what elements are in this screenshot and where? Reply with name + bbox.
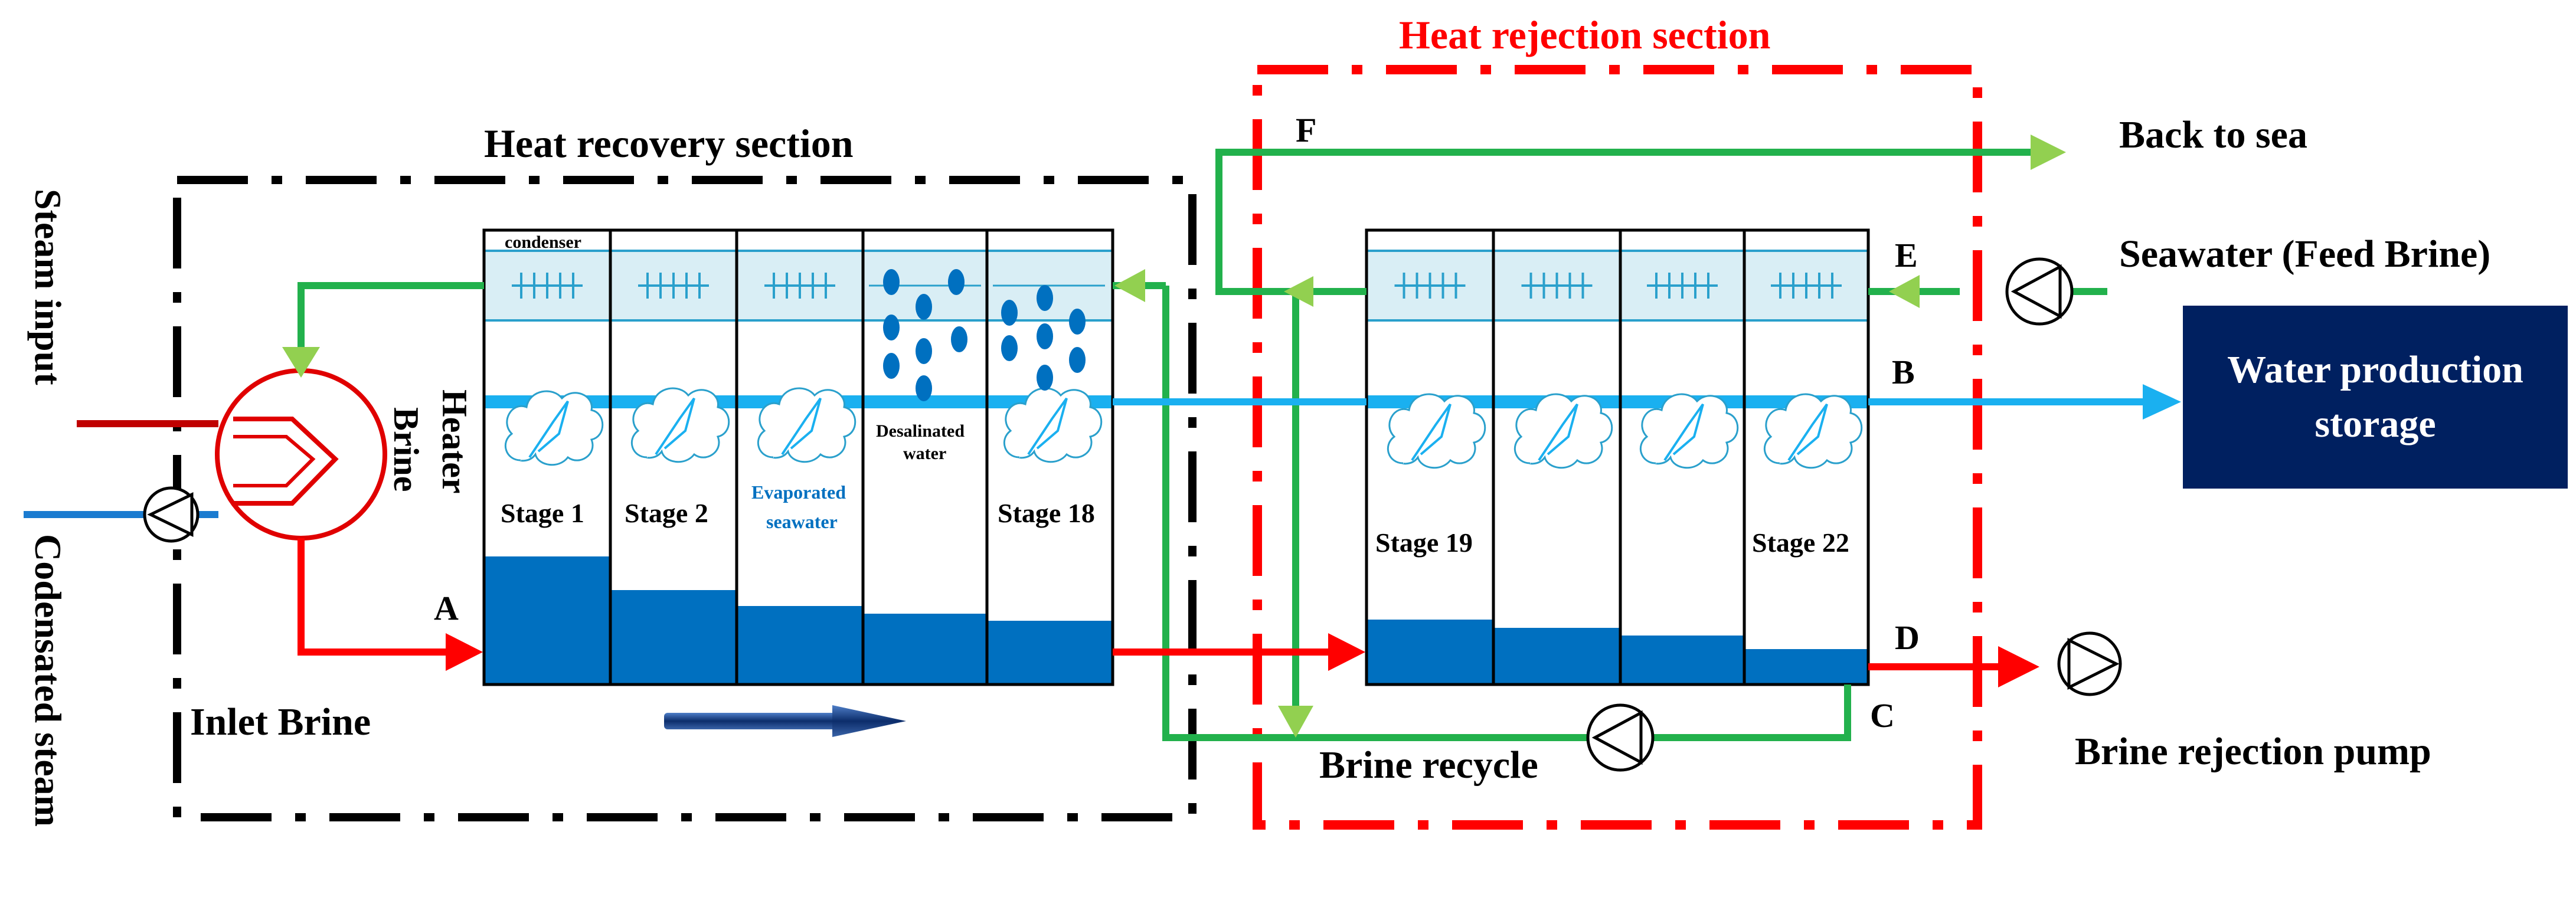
condenser-tubes (512, 273, 583, 299)
brine-lines (298, 538, 2039, 687)
brine-heater-label-line1: Brine (387, 407, 426, 492)
distillate-droplets (883, 269, 1086, 401)
condenser-label: condenser (505, 232, 581, 252)
recycle-pump-icon (1586, 703, 1655, 772)
distillate-line (1113, 384, 2181, 420)
vapor-cloud-icon (1387, 393, 1486, 469)
inlet-brine-label: Inlet Brine (190, 700, 371, 743)
arrow-into-rejection (1889, 275, 1920, 308)
steam-input-label: Steam input (27, 189, 69, 385)
desalinated-water-label-2: water (903, 444, 946, 463)
brine-pool-stage-2 (610, 590, 737, 684)
brine-pool-stage-1 (484, 556, 610, 684)
heat-rejection-section-border (1253, 65, 1982, 830)
condenser-tubes (764, 273, 835, 299)
point-c-label: C (1870, 696, 1895, 735)
condensate-pump-icon (143, 486, 200, 543)
arrow-back-to-sea (2031, 135, 2066, 170)
condenser-tubes (1394, 273, 1466, 299)
point-f-label: F (1296, 111, 1316, 149)
point-a-label: A (434, 589, 459, 627)
heat-exchanger-icon (215, 368, 387, 541)
feed-pump-icon (2005, 257, 2074, 326)
water-production-storage-box (2183, 306, 2568, 489)
water-production-label-1: Water production (2227, 348, 2523, 391)
stage-1-label: Stage 1 (501, 498, 584, 528)
vapor-cloud-icon (1763, 393, 1863, 469)
desalinated-water-label-1: Desalinated (876, 421, 965, 441)
point-d-label: D (1895, 618, 1920, 657)
vapor-cloud-icon (1003, 387, 1103, 463)
stage-19-label: Stage 19 (1375, 528, 1473, 558)
brine-pool-stage-3 (737, 606, 863, 684)
evaporated-seawater-label-2: seawater (766, 511, 838, 532)
condenser-tubes (1647, 273, 1718, 299)
arrow-recycle-down (1278, 706, 1313, 738)
heat-recovery-section-title: Heat recovery section (484, 121, 854, 166)
vapor-clouds (504, 387, 1863, 469)
vapor-cloud-icon (630, 387, 730, 463)
brine-pool-stage-18 (987, 621, 1113, 684)
brine-rejection-pump-icon (2057, 631, 2122, 696)
vapor-cloud-icon (757, 387, 857, 463)
brine-heater (215, 368, 387, 541)
stage-18-label: Stage 18 (998, 498, 1095, 528)
vapor-cloud-icon (1513, 393, 1613, 469)
vapor-cloud-icon (504, 390, 604, 466)
brine-pool-stage-21 (1620, 636, 1744, 684)
brine-rejection-pump-label: Brine rejection pump (2075, 730, 2431, 773)
point-b-label: B (1892, 353, 1915, 391)
evaporated-seawater-label-1: Evaporated (751, 482, 846, 503)
heat-rejection-section-title: Heat rejection section (1399, 12, 1770, 57)
brine-heater-label-line2: Heater (435, 389, 474, 494)
condensed-steam-label: Codensated steam (27, 534, 69, 827)
brine-pool-stage-19 (1367, 620, 1493, 684)
arrow-into-recovery (1114, 269, 1145, 302)
water-production-label-2: storage (2315, 402, 2436, 446)
stage-2-label: Stage 2 (625, 498, 708, 528)
flow-direction-arrow-icon (664, 705, 906, 737)
stage-22-label: Stage 22 (1752, 528, 1849, 558)
stage-box-22 (1743, 228, 1870, 686)
stage-box-18 (985, 228, 1114, 686)
arrow-to-heater (282, 347, 320, 378)
vapor-cloud-icon (1639, 393, 1739, 469)
condenser-tubes (1521, 273, 1593, 299)
arrow-recycle-split (1284, 276, 1313, 307)
brine-pool-stage-22 (1744, 649, 1868, 684)
condenser-tubes (1771, 273, 1842, 299)
condenser-tubes (638, 273, 709, 299)
point-e-label: E (1895, 236, 1918, 274)
brine-pool-stage-4 (863, 614, 987, 684)
back-to-sea-label: Back to sea (2119, 113, 2307, 156)
brine-recycle-label: Brine recycle (1319, 743, 1538, 787)
brine-pool-stage-20 (1493, 628, 1620, 684)
seawater-feed-label: Seawater (Feed Brine) (2119, 232, 2490, 276)
